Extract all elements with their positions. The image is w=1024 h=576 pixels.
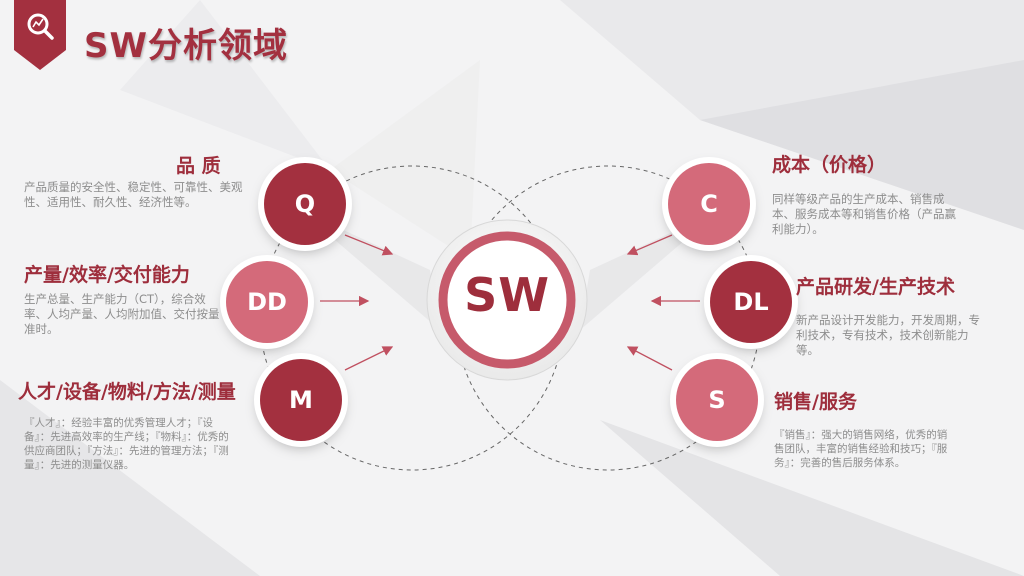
- heading-cost: 成本（价格）: [772, 154, 887, 176]
- arrow-m: [344, 346, 394, 371]
- desc-rnd: 新产品设计开发能力，开发周期，专利技术，专有技术，技术创新能力等。: [796, 313, 980, 357]
- node-s: S: [676, 359, 758, 441]
- heading-quality: 品 质: [176, 155, 221, 177]
- center-label: SW: [464, 268, 550, 322]
- node-c: C: [668, 163, 750, 245]
- title-badge: [14, 0, 66, 70]
- desc-cost: 同样等级产品的生产成本、销售成本、服务成本等和销售价格（产品赢利能力）。: [772, 192, 956, 236]
- page-title: SW分析领域: [84, 26, 288, 66]
- heading-rnd: 产品研发/生产技术: [796, 276, 955, 298]
- desc-sales: 『销售』：强大的销售网络，优秀的销售团队，丰富的销售经验和技巧；『服务』：完善的…: [774, 429, 948, 469]
- desc-output: 生产总量、生产能力（CT），综合效率、人均产量、人均附加值、交付按量准时。: [24, 292, 220, 336]
- heading-resources: 人才/设备/物料/方法/测量: [18, 381, 236, 403]
- arrow-c: [626, 234, 673, 256]
- node-q: Q: [264, 163, 346, 245]
- node-dl: DL: [710, 261, 792, 343]
- desc-quality: 产品质量的安全性、稳定性、可靠性、美观性、适用性、耐久性、经济性等。: [24, 180, 243, 209]
- center-hub-ring: [438, 231, 576, 369]
- arrow-q: [344, 234, 394, 256]
- heading-output: 产量/效率/交付能力: [24, 264, 190, 286]
- node-dd: DD: [226, 261, 308, 343]
- arrow-s: [626, 346, 673, 371]
- heading-sales: 销售/服务: [774, 391, 857, 413]
- node-m: M: [260, 359, 342, 441]
- desc-resources: 『人才』：经验丰富的优秀管理人才；『设备』：先进高效率的生产线；『物料』：优秀的…: [24, 417, 229, 471]
